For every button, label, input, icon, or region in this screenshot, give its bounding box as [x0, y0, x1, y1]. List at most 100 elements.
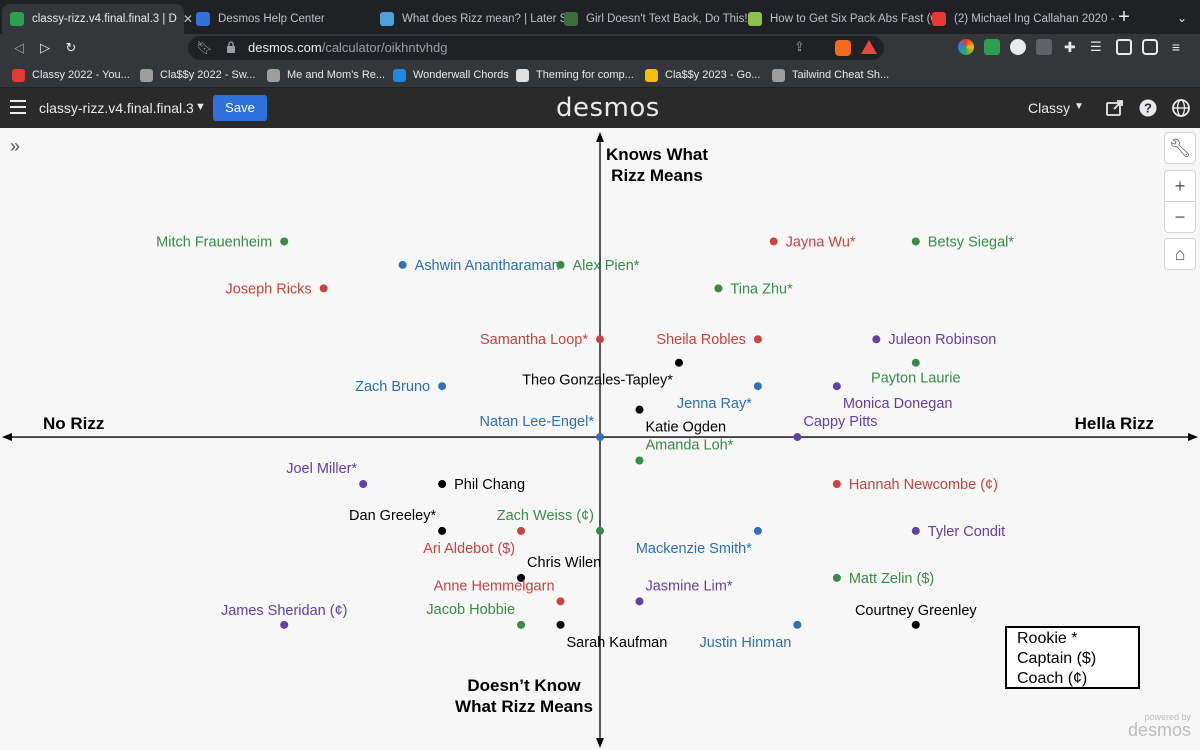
tab-title: Girl Doesn't Text Back, Do This! — [586, 13, 748, 25]
tab-favicon-icon — [748, 12, 762, 26]
desmos-header: classy-rizz.v4.final.final.3 ▼ Save desm… — [0, 88, 1200, 128]
expand-expressions-icon[interactable]: » — [10, 136, 21, 156]
graph-settings-wrench-icon[interactable]: 🔧︎ — [1164, 132, 1196, 164]
bookmark-item[interactable]: Me and Mom's Re... — [267, 67, 385, 83]
zoom-out-button[interactable]: − — [1164, 201, 1196, 233]
data-point — [911, 237, 920, 246]
data-point — [769, 237, 778, 246]
tab-close-icon[interactable]: ✕ — [182, 12, 193, 26]
data-point — [517, 573, 526, 582]
point-label: Monica Donegan — [843, 396, 953, 412]
bookmark-favicon-icon — [267, 68, 280, 82]
right-axis-label: Hella Rizz — [1075, 414, 1154, 433]
wallet-icon[interactable] — [1142, 39, 1158, 55]
point-label: Jasmine Lim* — [645, 578, 732, 594]
bookmark-item[interactable]: Tailwind Cheat Sh... — [772, 67, 889, 83]
hamburger-menu-icon[interactable] — [10, 100, 26, 114]
graph-title-caret-icon[interactable]: ▼ — [195, 101, 206, 113]
browser-tab[interactable]: classy-rizz.v4.final.final.3 | D ✕ — [2, 4, 193, 34]
data-point — [635, 456, 644, 465]
browser-tab[interactable]: How to Get Six Pack Abs Fast (w — [740, 4, 939, 34]
browser-toolbar: ◁ ▷ ↻ 🔖︎ desmos.com/calculator/oikhntvhd… — [0, 34, 1200, 62]
share-graph-icon[interactable] — [1105, 98, 1125, 118]
zoom-in-button[interactable]: + — [1164, 170, 1196, 202]
bookmark-item[interactable]: Cla$$y 2022 - Sw... — [140, 67, 255, 83]
extensions-puzzle-icon[interactable]: ✚ — [1064, 39, 1076, 55]
forward-icon[interactable]: ▷ — [40, 40, 50, 55]
point-label: Zach Weiss (¢) — [497, 508, 594, 524]
language-globe-icon[interactable] — [1171, 98, 1191, 118]
tab-title: How to Get Six Pack Abs Fast (w — [770, 13, 939, 25]
help-icon[interactable]: ? — [1138, 98, 1158, 118]
point-label: Mitch Frauenheim — [156, 234, 272, 250]
account-menu[interactable]: Classy — [1028, 100, 1071, 116]
tab-title: classy-rizz.v4.final.final.3 | D — [32, 13, 177, 25]
extension-circle-icon[interactable] — [1010, 39, 1026, 55]
point-label: Joel Miller* — [286, 461, 357, 477]
point-label: Zach Bruno — [355, 379, 430, 395]
browser-tab[interactable]: (2) Michael Ing Callahan 2020 - — [924, 4, 1114, 34]
new-tab-button[interactable]: + — [1118, 6, 1130, 28]
bookmark-favicon-icon — [140, 68, 153, 82]
data-point — [596, 335, 604, 344]
browser-tab[interactable]: Girl Doesn't Text Back, Do This! — [556, 4, 748, 34]
point-label: Theo Gonzales-Tapley* — [522, 373, 673, 389]
data-point — [911, 358, 920, 367]
bookmark-item[interactable]: Classy 2022 - You... — [12, 67, 130, 83]
address-bar[interactable]: 🔖︎ desmos.com/calculator/oikhntvhdg ⇪ — [188, 36, 884, 60]
data-point — [556, 597, 565, 606]
data-point — [556, 620, 565, 629]
extension-green-icon[interactable] — [984, 39, 1000, 55]
point-label: Alex Pien* — [573, 258, 640, 274]
graph-title[interactable]: classy-rizz.v4.final.final.3 — [39, 100, 194, 116]
data-point — [674, 358, 683, 367]
share-icon[interactable]: ⇪ — [794, 39, 805, 54]
browser-menu-icon[interactable]: ≡ — [1171, 39, 1181, 55]
tab-favicon-icon — [380, 12, 394, 26]
point-label: Samantha Loop* — [480, 332, 588, 348]
left-axis-label: No Rizz — [43, 414, 104, 433]
x-axis-right-arrow — [1188, 433, 1198, 442]
bookmark-favicon-icon — [645, 68, 658, 82]
reading-list-icon[interactable]: ☰ — [1090, 39, 1102, 54]
data-point — [635, 597, 644, 606]
tab-search-chevron-icon[interactable]: ⌄ — [1176, 11, 1188, 25]
account-caret-icon[interactable]: ▼ — [1074, 101, 1084, 112]
save-button[interactable]: Save — [213, 95, 267, 121]
tab-favicon-icon — [196, 12, 210, 26]
point-label: Sarah Kaufman — [567, 635, 668, 651]
extension-gray-icon[interactable] — [1036, 39, 1052, 55]
browser-tab[interactable]: Desmos Help Center — [188, 4, 370, 34]
point-label: Cappy Pitts — [803, 414, 877, 430]
brave-shield-icon[interactable] — [835, 40, 851, 56]
point-label: Joseph Ricks — [225, 281, 311, 297]
data-point — [517, 526, 526, 535]
lock-icon — [227, 41, 235, 53]
bookmark-item[interactable]: Cla$$y 2023 - Go... — [645, 67, 760, 83]
point-label: Natan Lee-Engel* — [480, 414, 595, 430]
bookmark-favicon-icon — [516, 68, 529, 82]
bookmark-item[interactable]: Theming for comp... — [516, 67, 634, 83]
data-point — [872, 335, 881, 344]
brave-rewards-icon[interactable] — [861, 40, 877, 54]
back-icon[interactable]: ◁ — [14, 40, 24, 55]
legend-rookie: Rookie * — [1017, 630, 1078, 647]
url-text: desmos.com/calculator/oikhntvhdg — [248, 40, 447, 55]
color-picker-extension-icon[interactable] — [958, 39, 974, 55]
bookmark-icon[interactable]: 🔖︎ — [196, 40, 213, 55]
browser-tab[interactable]: What does Rizz mean? | Later So — [372, 4, 574, 34]
data-point — [438, 382, 447, 391]
data-point — [596, 433, 604, 442]
point-label: Hannah Newcombe (¢) — [849, 477, 998, 493]
point-label: Anne Hemmelgarn — [434, 578, 555, 594]
point-label: Justin Hinman — [699, 635, 791, 651]
data-point — [793, 433, 802, 442]
reload-icon[interactable]: ↻ — [65, 40, 77, 55]
bookmark-favicon-icon — [772, 68, 785, 82]
sidebar-toggle-icon[interactable] — [1116, 39, 1132, 55]
bookmark-item[interactable]: Wonderwall Chords — [393, 67, 509, 83]
data-point — [753, 526, 762, 535]
default-view-home-icon[interactable]: ⌂ — [1164, 238, 1196, 270]
